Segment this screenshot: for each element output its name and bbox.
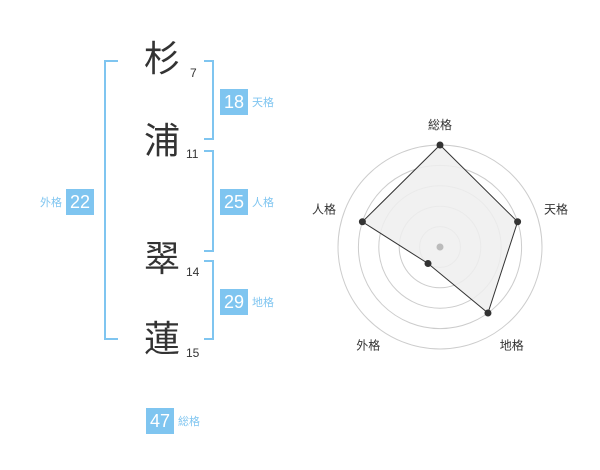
tenkaku-label: 天格 bbox=[252, 96, 274, 109]
stroke-count-1: 7 bbox=[190, 66, 197, 80]
tenkaku-value: 18 bbox=[220, 89, 248, 115]
stroke-count-2: 11 bbox=[186, 147, 199, 161]
radar-axis-label-2: 地格 bbox=[500, 338, 524, 353]
radar-point-0 bbox=[436, 141, 444, 149]
name-char-2: 浦 bbox=[143, 121, 180, 162]
soukaku-label: 総格 bbox=[178, 415, 200, 428]
soukaku-value: 47 bbox=[146, 408, 174, 434]
chikaku-value: 29 bbox=[220, 289, 248, 315]
chikaku-bracket bbox=[204, 260, 214, 340]
name-char-3: 翠 bbox=[143, 239, 180, 280]
name-char-1: 杉 bbox=[143, 39, 180, 80]
tenkaku-bracket bbox=[204, 60, 214, 140]
gaikaku-value: 22 bbox=[66, 189, 94, 215]
jinkaku-badge: 25 人格 bbox=[220, 189, 274, 215]
jinkaku-value: 25 bbox=[220, 189, 248, 215]
radar-point-1 bbox=[514, 218, 522, 226]
stroke-count-4: 15 bbox=[186, 346, 200, 360]
gaikaku-label: 外格 bbox=[40, 196, 62, 209]
radar-point-3 bbox=[424, 260, 432, 268]
chikaku-badge: 29 地格 bbox=[220, 289, 274, 315]
soukaku-badge: 47 総格 bbox=[146, 408, 200, 434]
gaikaku-bracket bbox=[104, 60, 118, 340]
radar-polygon bbox=[361, 144, 519, 314]
radar-point-4 bbox=[358, 218, 366, 226]
radar-axis-label-0: 総格 bbox=[428, 117, 452, 132]
jinkaku-bracket bbox=[204, 150, 214, 252]
tenkaku-badge: 18 天格 bbox=[220, 89, 274, 115]
chikaku-label: 地格 bbox=[252, 296, 274, 309]
radar-axis-label-4: 人格 bbox=[312, 201, 336, 216]
radar-point-2 bbox=[484, 309, 492, 317]
name-char-4: 蓮 bbox=[143, 319, 180, 360]
radar-axis-label-1: 天格 bbox=[544, 201, 568, 216]
radar-axis-label-3: 外格 bbox=[356, 338, 380, 353]
gaikaku-badge: 外格 22 bbox=[40, 189, 94, 215]
stroke-count-3: 14 bbox=[186, 265, 200, 279]
jinkaku-label: 人格 bbox=[252, 196, 274, 209]
radar-center-dot bbox=[436, 243, 444, 251]
